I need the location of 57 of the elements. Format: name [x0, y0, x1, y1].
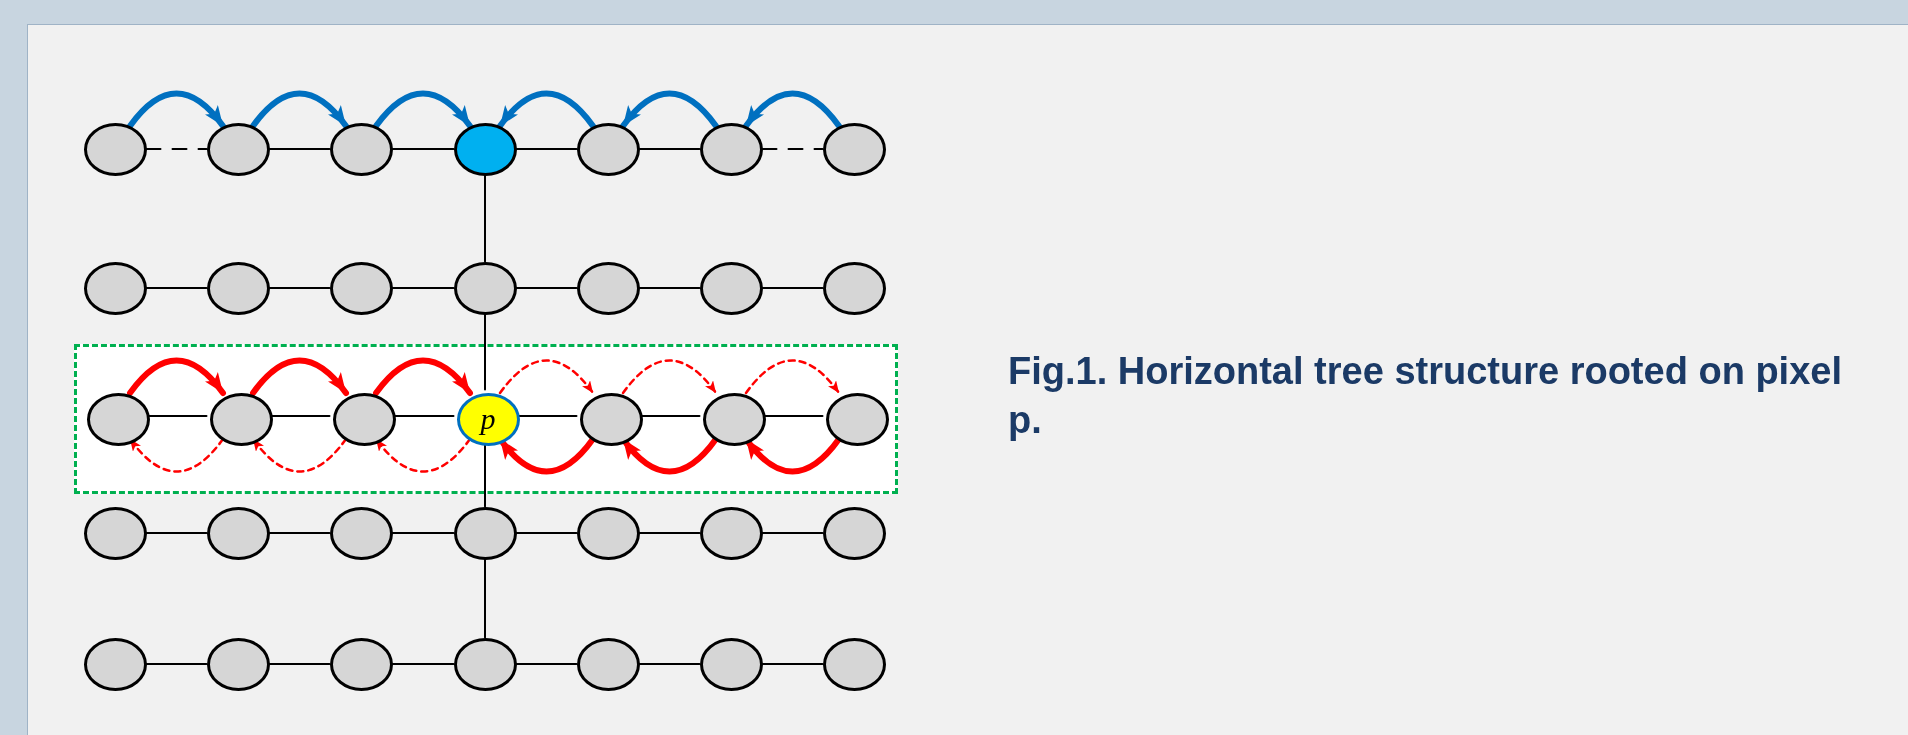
connector-line	[391, 148, 455, 150]
curved-arrow	[250, 90, 349, 129]
curved-arrow	[497, 90, 596, 129]
connector-line	[391, 287, 455, 289]
curved-arrow	[127, 357, 226, 396]
tree-node	[576, 122, 640, 176]
connector-line	[515, 148, 578, 150]
connector-line	[145, 663, 208, 665]
tree-node	[822, 122, 886, 176]
connector-line	[268, 287, 331, 289]
tree-node	[83, 122, 147, 176]
connector-line	[515, 287, 578, 289]
connector-line	[484, 174, 486, 263]
highlight-region	[74, 344, 898, 494]
connector-line	[145, 287, 208, 289]
curved-arrow	[743, 90, 842, 129]
connector-line	[268, 663, 331, 665]
tree-node	[86, 392, 150, 446]
connector-line	[268, 532, 331, 534]
connector-line	[761, 532, 824, 534]
connector-line	[145, 532, 208, 534]
figure-caption: Fig.1. Horizontal tree structure rooted on pixel p.	[1008, 349, 1843, 444]
connector-line	[268, 148, 331, 150]
curved-arrow	[373, 357, 473, 396]
curved-arrow	[127, 90, 226, 129]
connector-line	[145, 148, 208, 150]
curved-arrow	[251, 437, 348, 473]
tree-node	[699, 122, 763, 176]
connector-line	[638, 532, 701, 534]
curved-arrow	[373, 90, 473, 129]
curved-arrow	[621, 359, 718, 395]
connector-line	[761, 663, 824, 665]
connector-line	[761, 148, 824, 150]
curved-arrow	[620, 90, 719, 129]
curved-arrow	[128, 437, 225, 473]
tree-node	[209, 392, 273, 446]
connector-line	[515, 663, 578, 665]
tree-node	[825, 392, 889, 446]
connector-line	[484, 558, 486, 639]
tree-node	[206, 122, 270, 176]
curved-arrow	[744, 359, 841, 395]
connector-line	[515, 532, 578, 534]
tree-node	[332, 392, 396, 446]
curved-arrow	[374, 437, 472, 473]
connector-line	[391, 532, 455, 534]
connector-line	[638, 287, 701, 289]
connector-line	[761, 287, 824, 289]
connector-line	[638, 663, 701, 665]
pixel-node: p	[456, 392, 520, 446]
tree-node	[702, 392, 766, 446]
curved-arrow	[250, 357, 349, 396]
connector-line	[638, 148, 701, 150]
connector-line	[391, 663, 455, 665]
connector-line	[484, 313, 486, 391]
tree-node	[329, 122, 393, 176]
curved-arrow	[498, 359, 595, 395]
tree-node	[579, 392, 643, 446]
